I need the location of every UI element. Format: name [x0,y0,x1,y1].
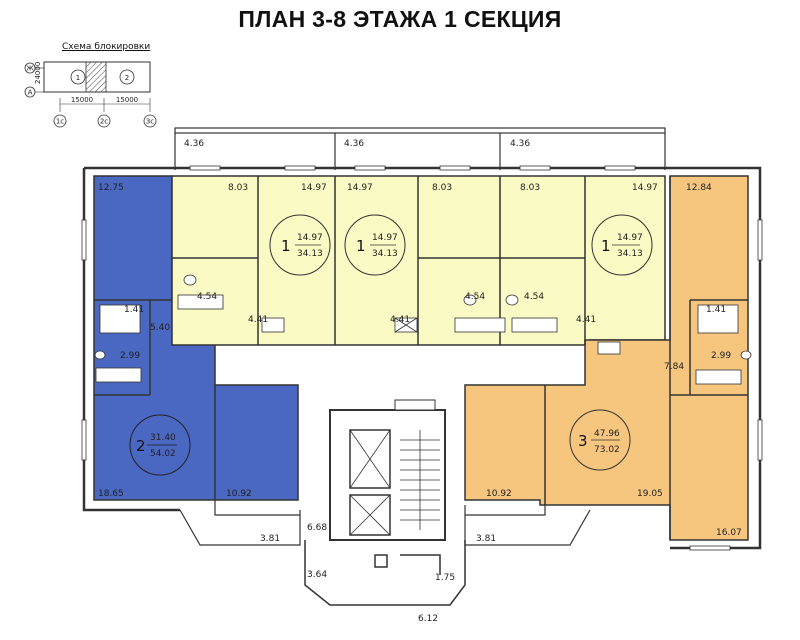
room-area: 10.92 [486,489,512,499]
room-area: 4.41 [390,315,410,325]
apartment-number: 1 [601,237,611,255]
legend-axis: 1с [56,118,64,126]
room-area: 1.41 [124,305,144,315]
interior-walls [94,176,748,540]
apartment-living-area: 47.96 [594,429,620,439]
apartment-total-area: 34.13 [372,249,398,259]
balcony-area-label: 4.36 [510,139,530,149]
room-area: 10.92 [226,489,252,499]
legend-dim: 15000 [116,96,138,104]
windows [81,165,763,551]
room-area: 2.99 [120,351,140,361]
room-area: 14.97 [632,183,658,193]
room-area: 7.84 [664,362,684,372]
room-area: 3.64 [307,570,327,580]
apartment-number: 3 [578,432,588,450]
room-area: 4.54 [465,292,485,302]
page-title: ПЛАН 3-8 ЭТАЖА 1 СЕКЦИЯ [238,6,562,32]
apartment-badge: 1 14.97 34.13 [269,214,331,276]
balcony-area-label: 4.36 [344,139,364,149]
room-area: 12.75 [98,183,124,193]
legend-section-1: 1 [76,74,80,82]
room-area: 14.97 [347,183,373,193]
sanitary-fixtures [94,274,752,385]
apartment-living-area: 14.97 [372,233,398,243]
room-area: 5.40 [150,323,170,333]
room-area: 8.03 [432,183,452,193]
legend-hatch [85,61,107,93]
room-area: 8.03 [520,183,540,193]
apartment-total-area: 34.13 [617,249,643,259]
room-area: 3.81 [260,534,280,544]
room-area: 6.68 [307,523,327,533]
apartment-badge: 2 31.40 54.02 [129,414,191,476]
blocking-scheme: Ж А 24000 1 2 15000 15000 1с 2с 3с [24,61,157,128]
room-area-labels: 12.75 8.03 14.97 14.97 8.03 8.03 14.97 1… [98,183,742,624]
entrance-vestibule [304,540,466,606]
room-area: 1.41 [706,305,726,315]
apartment-living-area: 14.97 [297,233,323,243]
apartment-number: 1 [356,237,366,255]
room-area: 4.54 [197,292,217,302]
apartment-badge: 3 47.96 73.02 [569,409,631,471]
apartment-badge: 1 14.97 34.13 [344,214,406,276]
balcony-area-label: 4.36 [184,139,204,149]
top-balconies [174,127,666,170]
room-area: 18.65 [98,489,124,499]
stair-core [329,399,446,541]
legend-caption: Схема блокировки [62,42,151,52]
apartment-living-area: 31.40 [150,433,176,443]
legend-axis: 2с [100,118,108,126]
legend-section-2: 2 [125,74,129,82]
room-area: 12.84 [686,183,712,193]
apartment-number: 2 [136,437,146,455]
legend-row-label: Ж [26,65,34,73]
room-area: 19.05 [637,489,663,499]
room-area: 4.54 [524,292,544,302]
apartment-badge: 1 14.97 34.13 [591,214,653,276]
apartment-living-area: 14.97 [617,233,643,243]
room-area: 6.12 [418,614,438,624]
room-area: 2.99 [711,351,731,361]
room-area: 4.41 [248,315,268,325]
apartment-total-area: 54.02 [150,449,176,459]
stair-flight [400,430,440,530]
apartment-total-area: 34.13 [297,249,323,259]
room-area: 14.97 [301,183,327,193]
apartment-number: 1 [281,237,291,255]
room-area: 4.41 [576,315,596,325]
room-area: 3.81 [476,534,496,544]
legend-dim: 15000 [71,96,93,104]
room-area: 1.75 [435,573,455,583]
room-area: 8.03 [228,183,248,193]
room-area: 16.07 [716,528,742,538]
legend-row-label: А [28,89,33,97]
legend-axis: 3с [146,118,154,126]
apartment-total-area: 73.02 [594,445,620,455]
bottom-balconies [179,500,591,546]
legend-height-dim: 24000 [34,62,42,84]
